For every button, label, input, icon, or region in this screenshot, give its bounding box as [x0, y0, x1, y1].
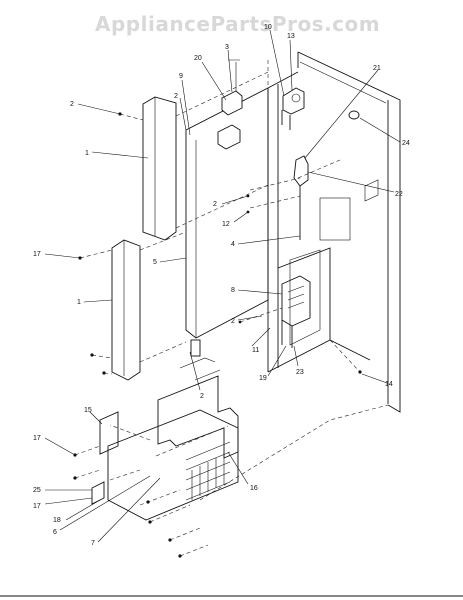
callout-1: 1: [77, 299, 81, 306]
callout-24: 24: [402, 140, 410, 147]
callout-22: 22: [395, 191, 403, 198]
lower-hinge: [179, 339, 221, 381]
watermark-text: AppliancePartsPros.com: [95, 12, 380, 36]
callout-2: 2: [70, 101, 74, 108]
cabinet-side-wall: [297, 51, 401, 413]
callout-15: 15: [84, 407, 92, 414]
top-hinge-brackets: [217, 59, 243, 150]
callout-21: 21: [373, 65, 381, 72]
callout-10: 10: [264, 24, 272, 31]
callout-17: 17: [33, 435, 41, 442]
callout-8: 8: [231, 287, 235, 294]
callout-11: 11: [252, 347, 259, 354]
hinge-assembly: [281, 87, 309, 240]
callout-16: 16: [250, 485, 258, 492]
callout-5: 5: [153, 259, 157, 266]
callout-7: 7: [91, 540, 95, 547]
callout-4: 4: [231, 241, 235, 248]
trim-strip-upper: [142, 96, 177, 241]
callout-2: 2: [200, 393, 204, 400]
callout-2: 2: [231, 318, 235, 325]
kickplate-cover: [157, 375, 239, 459]
callout-17: 17: [33, 251, 41, 258]
callout-12: 12: [222, 221, 230, 228]
assembly-dashed-lines: [74, 60, 389, 557]
callout-leaders: [44, 29, 401, 543]
callout-1: 1: [85, 150, 89, 157]
callout-6: 6: [53, 529, 57, 536]
trim-strip-lower: [111, 239, 141, 381]
callout-20: 20: [194, 55, 202, 62]
callout-2: 2: [213, 201, 217, 208]
inner-door-panel: [185, 87, 269, 339]
callout-3: 3: [225, 44, 229, 51]
control-housing: [281, 275, 311, 348]
callout-13: 13: [287, 33, 295, 40]
callout-23: 23: [296, 369, 304, 376]
callout-9: 9: [179, 73, 183, 80]
bottom-grille: [91, 409, 239, 521]
callout-18: 18: [53, 517, 61, 524]
callout-14: 14: [385, 381, 393, 388]
callout-17: 17: [33, 503, 41, 510]
wall-plug-24: [348, 110, 360, 120]
callout-numbers: 2 1 17 1 5 9 2 20 3 10 13 21 24 22 2 12 …: [33, 24, 410, 547]
callout-2: 2: [174, 93, 178, 100]
callout-25: 25: [33, 487, 41, 494]
callout-19: 19: [259, 375, 267, 382]
